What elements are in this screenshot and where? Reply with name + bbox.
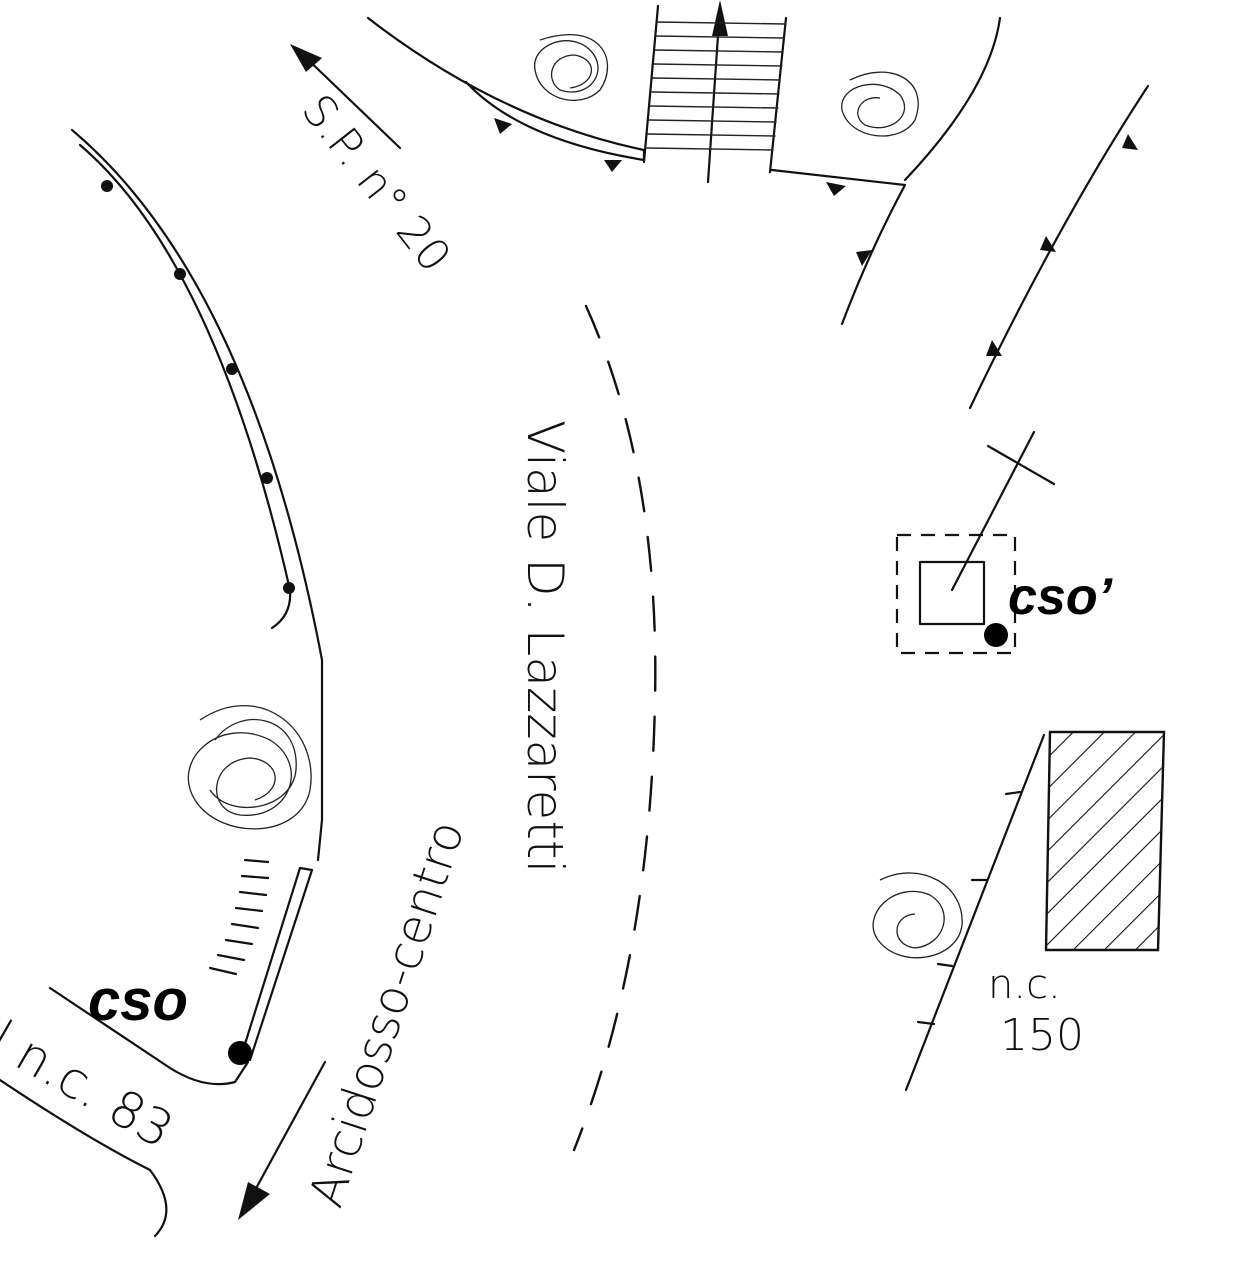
cso-marker-dot [228, 1041, 252, 1065]
sp20-label: S.P. n° 20 [291, 85, 460, 281]
tree-icon [534, 34, 609, 101]
arcidosso-label: Arcidosso-centro [298, 814, 475, 1214]
tree-icon [872, 872, 963, 959]
bollard-marker [101, 180, 113, 192]
cso-label: cso [88, 968, 188, 1033]
utility-box [895, 430, 1056, 655]
pedestrian-crossing [642, 0, 788, 184]
left-road-edge [70, 128, 324, 862]
tree-icon [841, 71, 919, 137]
sp20-direction-arrow [290, 44, 402, 150]
cso-prime-marker-dot [984, 623, 1008, 647]
top-road-edges [366, 16, 1150, 410]
building-nc150 [1044, 730, 1166, 952]
cso-prime-label: cso’ [1008, 568, 1114, 626]
bollard-marker [283, 582, 295, 594]
viale-centerline [572, 304, 657, 1152]
bollard-marker [226, 363, 238, 375]
sidewalk-corner [0, 866, 314, 1238]
bollard-marker [261, 472, 273, 484]
steps-marks [208, 858, 270, 976]
right-road-edge [904, 733, 1046, 1092]
nc150-label-line1: n.c. [988, 962, 1061, 1008]
nc150-label-line2: 150 [1000, 1010, 1084, 1061]
viale-label: Viale D. Lazzaretti [516, 420, 574, 873]
tree-icon [187, 705, 312, 830]
arcidosso-direction-arrow [238, 1060, 327, 1220]
bollard-marker [174, 268, 186, 280]
